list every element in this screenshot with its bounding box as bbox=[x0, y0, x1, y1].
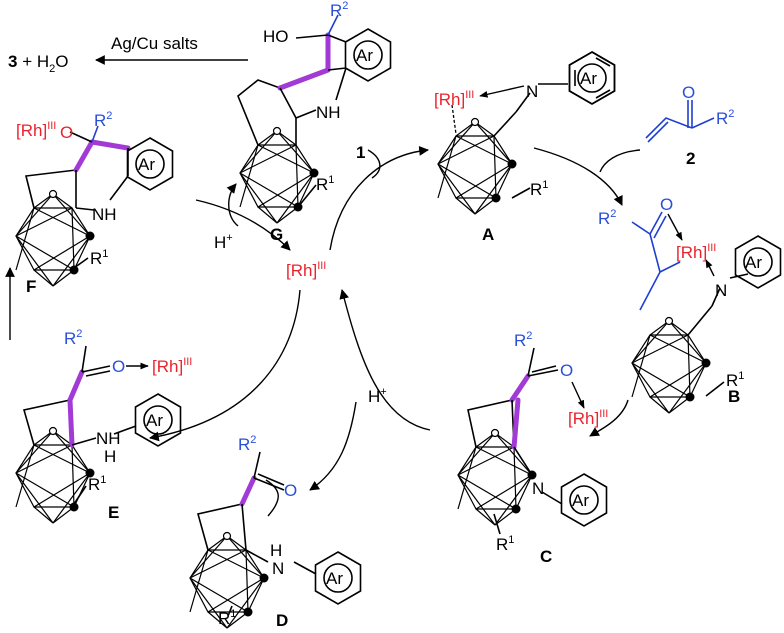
e-aryl: Ar bbox=[146, 411, 163, 430]
g-nh: NH bbox=[316, 103, 341, 122]
enone-2: O R2 2 bbox=[645, 83, 734, 168]
arrow-substrate-in bbox=[367, 149, 381, 179]
b-n: N bbox=[715, 281, 727, 300]
central-catalyst: [Rh]III bbox=[286, 260, 326, 280]
d-r1: R1 bbox=[218, 608, 236, 628]
e-nh: NH bbox=[96, 429, 121, 448]
d-r2: R2 bbox=[238, 434, 256, 454]
g-hydroxyl: HO bbox=[263, 27, 289, 46]
label-F: F bbox=[26, 277, 36, 296]
arrow-enone-in bbox=[599, 149, 641, 173]
c-r2: R2 bbox=[514, 330, 532, 350]
label-C: C bbox=[540, 547, 552, 566]
intermediate-F: [Rh]III O R2 Ar NH R1 F bbox=[15, 110, 174, 296]
intermediate-B: R2 O [Rh]III N Ar R1 B bbox=[598, 195, 782, 414]
arrow-F-to-rh bbox=[195, 199, 291, 251]
label-G: G bbox=[270, 225, 283, 244]
e-rh: [Rh]III bbox=[152, 356, 192, 376]
d-o: O bbox=[284, 481, 297, 500]
proton-label-upper: H+ bbox=[214, 232, 233, 252]
substrate-label: 1 bbox=[356, 143, 365, 162]
b-rh: [Rh]III bbox=[676, 242, 716, 262]
a-r1: R1 bbox=[530, 179, 548, 199]
arrow-rh-to-A bbox=[329, 146, 429, 251]
label-A: A bbox=[482, 225, 494, 244]
reagent-label: Ag/Cu salts bbox=[111, 34, 198, 53]
b-r1: R1 bbox=[726, 370, 744, 390]
intermediate-E: R2 O [Rh]III NH H Ar R1 E bbox=[15, 328, 192, 524]
g-r2: R2 bbox=[330, 0, 348, 20]
intermediate-G: HO R2 Ar NH R1 G bbox=[237, 0, 392, 244]
f-r2: R2 bbox=[94, 110, 112, 130]
f-o: O bbox=[60, 123, 73, 142]
a-rh: [Rh]III bbox=[434, 89, 474, 109]
arrow-B-to-C bbox=[589, 399, 629, 437]
b-aryl: Ar bbox=[745, 253, 762, 272]
f-r1: R1 bbox=[90, 248, 108, 268]
arrow-C-to-rh bbox=[339, 289, 431, 431]
d-aryl: Ar bbox=[326, 569, 343, 588]
b-o: O bbox=[660, 195, 673, 214]
enone-o: O bbox=[682, 83, 695, 102]
c-rh: [Rh]III bbox=[568, 408, 608, 428]
f-rh: [Rh]III bbox=[16, 120, 56, 140]
b-r2: R2 bbox=[598, 208, 616, 228]
enone-r2: R2 bbox=[716, 108, 734, 128]
f-nh: NH bbox=[92, 205, 117, 224]
c-aryl: Ar bbox=[572, 491, 589, 510]
e-r2: R2 bbox=[64, 328, 82, 348]
proton-label-lower: H+ bbox=[368, 386, 387, 406]
c-o: O bbox=[560, 361, 573, 380]
d-n: N bbox=[272, 559, 284, 578]
a-n: N bbox=[526, 82, 538, 101]
a-aryl: Ar bbox=[580, 69, 597, 88]
g-r1: R1 bbox=[316, 174, 334, 194]
intermediate-C: R2 O [Rh]III N Ar R1 C bbox=[457, 330, 608, 566]
label-B: B bbox=[728, 387, 740, 406]
intermediate-A: Ar [Rh]III N R1 A bbox=[434, 51, 616, 244]
f-aryl: Ar bbox=[138, 155, 155, 174]
label-D: D bbox=[276, 611, 288, 630]
intermediate-D: R2 O H N Ar R1 D bbox=[189, 434, 362, 630]
arrow-D-in bbox=[265, 479, 279, 517]
d-h: H bbox=[270, 541, 282, 560]
product-label: 3 + H2O bbox=[8, 52, 68, 75]
label-E: E bbox=[108, 503, 119, 522]
c-n: N bbox=[532, 479, 544, 498]
arrow-release-G bbox=[226, 183, 239, 227]
e-o: O bbox=[112, 357, 125, 376]
arrow-rh-to-E bbox=[149, 289, 301, 442]
c-r1: R1 bbox=[496, 534, 514, 554]
arrow-A-to-B bbox=[533, 147, 623, 206]
e-r1: R1 bbox=[88, 474, 106, 494]
e-h: H bbox=[104, 447, 116, 466]
arrow-release-D bbox=[309, 401, 357, 491]
label-2: 2 bbox=[686, 149, 695, 168]
g-aryl: Ar bbox=[356, 46, 373, 65]
